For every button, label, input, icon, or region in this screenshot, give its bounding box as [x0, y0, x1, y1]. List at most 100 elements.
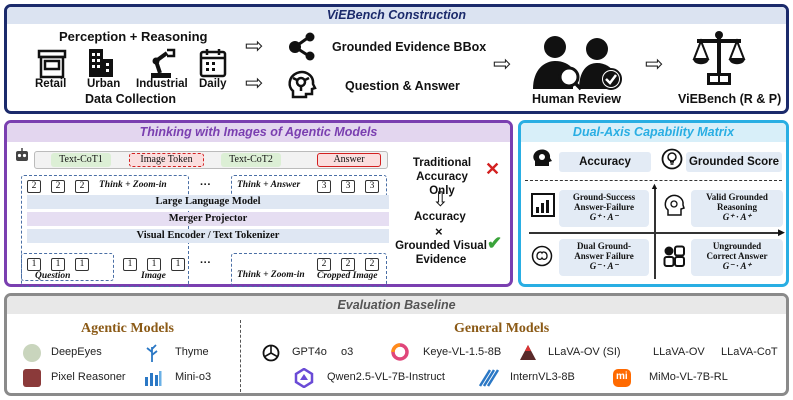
accuracy-label: Accuracy — [414, 211, 466, 223]
text-cot1-token: Text-CoT1 — [51, 153, 111, 167]
general-model: GPT4o — [292, 346, 327, 358]
token-box: 2 — [27, 180, 41, 193]
human-review-label: Human Review — [532, 92, 621, 106]
source-industrial: Industrial — [136, 78, 188, 90]
token-box: 2 — [51, 180, 65, 193]
quadrant-line: Answer-Failure — [574, 202, 634, 212]
accuracy-axis-label: Accuracy — [559, 152, 651, 172]
retail-icon — [37, 49, 67, 79]
matrix-divider — [525, 180, 782, 181]
brain-icon — [533, 149, 552, 166]
apps-icon — [663, 245, 685, 267]
quadrant-code: G⁺ · A⁺ — [722, 212, 752, 222]
grounded-score-axis-label: Grounded Score — [686, 152, 782, 172]
token-box: 3 — [317, 180, 331, 193]
data-collection-label: Data Collection — [85, 92, 176, 106]
agentic-model: Mini-o3 — [175, 371, 212, 383]
quadrant-line: Ground-Success — [572, 192, 636, 202]
evaluation-title: Evaluation Baseline — [337, 298, 456, 312]
bar-chart-icon — [531, 193, 555, 217]
question-group — [21, 253, 114, 281]
quadrant-ungrounded-correct: Ungrounded Correct Answer G⁻ · A⁺ — [691, 239, 783, 276]
quadrant-line: Valid Grounded — [706, 192, 768, 202]
matrix-title-bar — [521, 123, 786, 142]
think-answer-label: Think + Answer — [237, 180, 301, 190]
token-box: 3 — [341, 180, 355, 193]
arrow-icon: ⇨ — [645, 51, 664, 76]
source-daily: Daily — [199, 78, 227, 90]
text-cot2-token: Text-CoT2 — [221, 153, 281, 167]
general-model: Qwen2.5-VL-7B-Instruct — [327, 371, 445, 383]
sequence-bar — [34, 151, 388, 169]
general-model: Keye-VL-1.5-8B — [423, 346, 502, 358]
construction-title: ViEBench Construction — [326, 8, 467, 22]
encoder-layer: Visual Encoder / Text Tokenizer — [27, 229, 389, 243]
quadrant-line: Dual Ground- — [576, 241, 632, 251]
grounded-visual-label: Grounded Visual Evidence — [395, 240, 487, 266]
general-model: LLaVA-OV (SI) — [548, 346, 621, 358]
bulb-icon — [661, 148, 683, 170]
calendar-icon — [199, 49, 227, 78]
evaluation-panel: Evaluation Baseline Agentic Models Gener… — [4, 293, 789, 396]
robot-icon — [16, 148, 28, 161]
human-review-icon — [533, 36, 622, 91]
token-box: 1 — [75, 258, 89, 271]
quadrant-code: G⁻ · A⁻ — [589, 261, 619, 271]
cross-icon: ✕ — [485, 159, 501, 179]
quadrant-line: Ungrounded — [712, 241, 762, 251]
viebench-label: ViEBench (R & P) — [678, 92, 782, 106]
general-model: MiMo-VL-7B-RL — [649, 371, 728, 383]
urban-icon — [89, 49, 113, 77]
think-zoom-top-label: Think + Zoom-in — [99, 180, 167, 190]
thinking-title: Thinking with Images of Agentic Models — [139, 125, 378, 139]
ellipsis: ··· — [200, 257, 211, 269]
keye-icon — [391, 343, 409, 361]
arrow-icon: ⇨ — [245, 33, 264, 58]
check-icon: ✔ — [487, 233, 503, 253]
token-box: 1 — [123, 258, 137, 271]
llm-layer: Large Language Model — [27, 195, 389, 209]
token-box: 1 — [171, 258, 185, 271]
axis-arrow-right-icon: ▶ — [778, 227, 785, 237]
brain-outline-icon — [531, 245, 553, 267]
internvl-icon — [478, 369, 500, 387]
horizontal-axis — [529, 232, 781, 234]
general-title: General Models — [454, 321, 550, 336]
general-model: o3 — [341, 346, 354, 358]
token-box: 2 — [317, 258, 331, 271]
times-symbol: × — [435, 224, 443, 239]
think-zoom-bottom-label: Think + Zoom-in — [237, 270, 305, 280]
cropped-image-label: Cropped Image — [317, 271, 378, 281]
matrix-panel: Dual-Axis Capability Matrix Accuracy Gro… — [518, 120, 789, 287]
agentic-model: DeepEyes — [51, 346, 102, 358]
traditional-label: Traditional Accuracy Only — [412, 157, 472, 197]
grounded-evidence-label: Grounded Evidence BBox — [332, 40, 487, 54]
axis-arrow-up-icon: ▲ — [650, 181, 659, 191]
thyme-icon — [146, 344, 158, 362]
general-model: LLaVA-OV — [653, 346, 705, 358]
question-answer-label: Question & Answer — [345, 79, 460, 93]
answer-token: Answer — [317, 153, 381, 167]
agentic-model: Thyme — [175, 346, 209, 358]
merger-layer: Merger Projector — [27, 212, 389, 226]
head-circuit-icon — [664, 194, 685, 216]
general-model: LLaVA-CoT — [721, 346, 778, 358]
quadrant-ground-success: Ground-Success Answer-Failure G⁺ · A⁻ — [559, 190, 649, 227]
quadrant-line: Answer Failure — [574, 251, 634, 261]
quadrant-dual-failure: Dual Ground- Answer Failure G⁻ · A⁻ — [559, 239, 649, 276]
question-label: Question — [35, 271, 71, 281]
ellipsis: ··· — [200, 179, 211, 191]
openai-icon — [262, 344, 280, 362]
down-arrow-icon: ⇩ — [432, 189, 449, 211]
evaluation-divider — [240, 320, 241, 392]
llava-icon — [520, 345, 536, 360]
quadrant-line: Correct Answer — [706, 251, 768, 261]
image-token: Image Token — [129, 153, 204, 167]
thinking-title-bar — [7, 123, 510, 142]
construction-panel: ViEBench Construction Perception + Reaso… — [4, 4, 789, 114]
arrow-icon: ⇨ — [245, 70, 264, 95]
mimo-icon — [613, 369, 631, 387]
balance-scale-icon — [692, 31, 746, 85]
agentic-title: Agentic Models — [81, 321, 174, 336]
deepeyes-icon — [23, 344, 41, 362]
